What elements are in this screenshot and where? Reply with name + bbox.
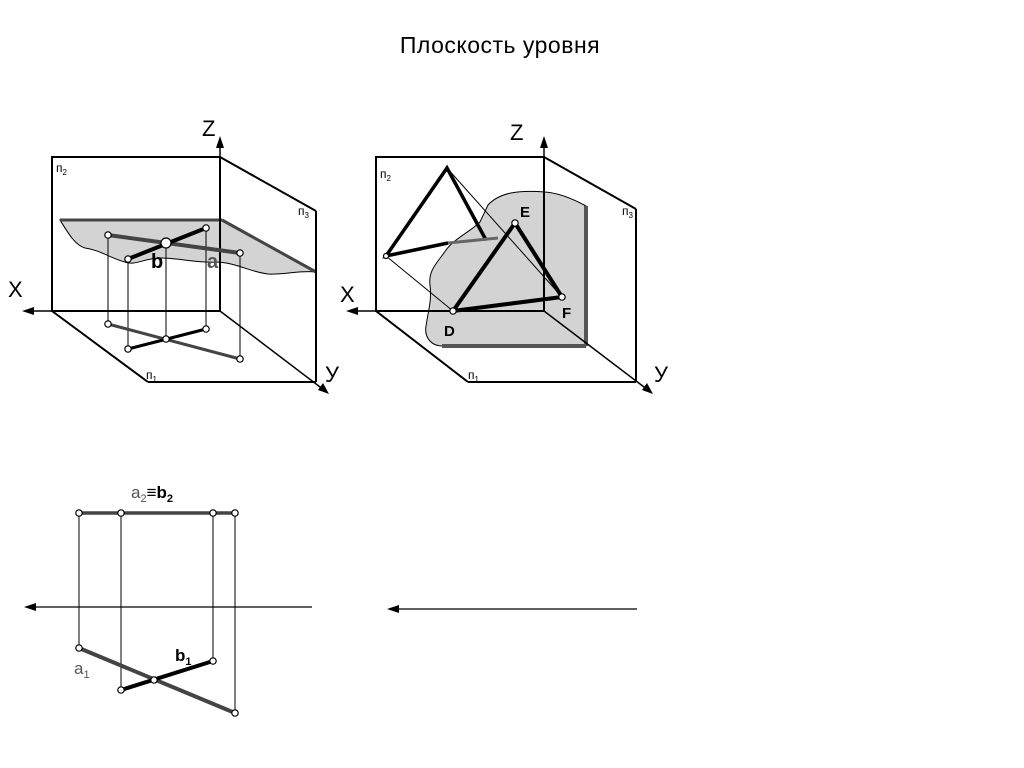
line-b-label: b xyxy=(151,251,163,273)
line-a-label: a xyxy=(207,251,219,273)
x-axis-label: X xyxy=(340,282,355,307)
right-diagram: Z X У п2 п3 п1 E D F xyxy=(340,120,669,394)
plane-pi3-edge xyxy=(219,156,317,212)
profile-plane xyxy=(425,190,587,347)
y-axis-label: У xyxy=(325,362,340,387)
z-arrow-icon xyxy=(540,136,548,148)
left-diagram: Z X У п2 п3 п1 b a xyxy=(8,116,340,394)
point-f-label: F xyxy=(562,305,571,322)
point-d-label: D xyxy=(444,323,455,340)
pi3-label: п3 xyxy=(622,204,634,220)
z-arrow-icon xyxy=(216,136,224,148)
x-arrow-icon xyxy=(346,307,358,315)
triangle-frontal-projection xyxy=(382,164,488,259)
point-e-label: E xyxy=(520,204,530,221)
plane-pi1-edge xyxy=(51,310,149,383)
plane-edge xyxy=(221,218,317,274)
points xyxy=(382,219,566,315)
pi3-label: п3 xyxy=(298,204,310,220)
y-axis-label: У xyxy=(654,362,669,387)
label-a1: a1 xyxy=(74,659,90,681)
epure-right-axis xyxy=(387,605,637,613)
x-axis-label: X xyxy=(8,277,23,302)
pi1-label: п1 xyxy=(468,368,480,384)
label-a2-b2: a2≡b2 xyxy=(131,483,173,505)
plane-pi3-edge xyxy=(543,156,637,210)
line-b1 xyxy=(120,659,214,692)
pi2-label: п2 xyxy=(380,167,392,183)
z-axis-label: Z xyxy=(510,120,523,145)
line-a xyxy=(107,233,241,255)
epure-diagram: a2≡b2 a1 b1 xyxy=(24,483,312,717)
x-arrow-icon xyxy=(22,307,34,315)
y-axis-line xyxy=(543,310,649,391)
points xyxy=(104,224,244,363)
pi2-label: п2 xyxy=(56,161,68,177)
label-b1: b1 xyxy=(175,646,192,668)
epure-arrow-icon xyxy=(24,603,36,611)
y-arrow-icon xyxy=(318,383,329,394)
line-a1-projection xyxy=(107,322,241,361)
triangle-def xyxy=(451,221,564,313)
link-lines xyxy=(78,513,236,713)
points xyxy=(75,509,239,717)
projection-lines xyxy=(107,228,241,359)
epure-arrow-icon xyxy=(387,605,399,613)
projection-lines xyxy=(385,167,563,312)
pi1-label: п1 xyxy=(146,368,158,384)
page-title: Плоскость уровня xyxy=(399,32,601,58)
plane-pi1-edge xyxy=(375,310,469,383)
z-axis-label: Z xyxy=(202,116,215,141)
y-axis-line xyxy=(219,310,325,391)
triangle-frontal-edge xyxy=(447,236,499,245)
y-arrow-icon xyxy=(642,383,653,394)
